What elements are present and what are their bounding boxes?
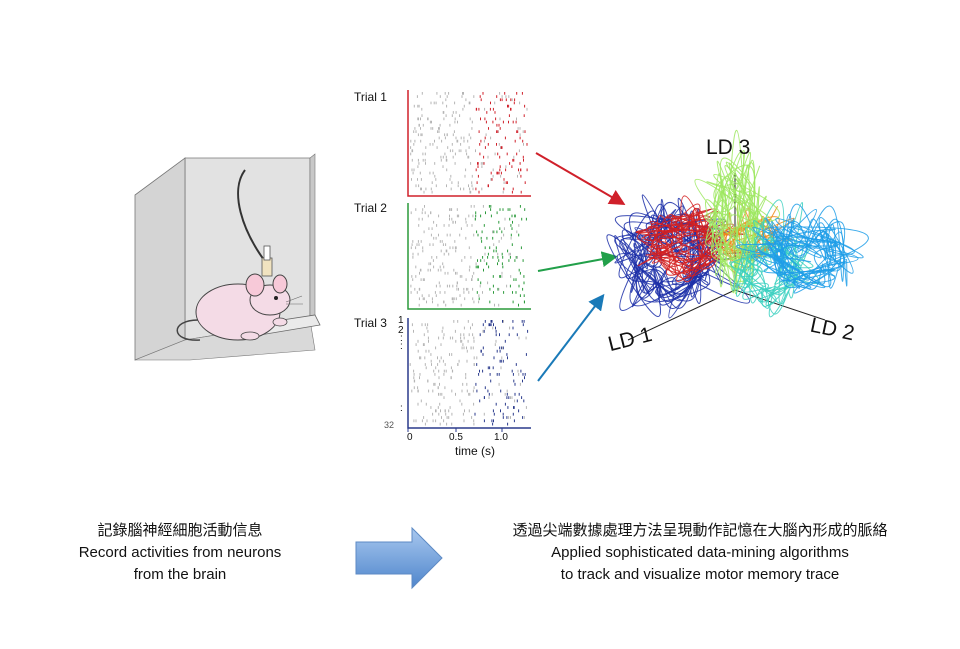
- left-caption-en-2: from the brain: [133, 566, 227, 583]
- trajectory-curve: [735, 226, 869, 289]
- left-caption-en-1: Record activities from neurons: [78, 544, 282, 561]
- trajectory-curve: [710, 129, 760, 294]
- trajectory-curve: [770, 218, 848, 289]
- x-tick-0: 0: [407, 432, 413, 443]
- left-caption-zh: 記錄腦神經細胞活動信息: [97, 522, 263, 539]
- block-arrow-icon: [355, 526, 443, 590]
- trial-2-label: Trial 2: [354, 201, 387, 215]
- neuron-label-32: 32: [384, 420, 395, 430]
- trial-3-label: Trial 3: [354, 316, 387, 330]
- trajectory-curve: [694, 174, 780, 291]
- arrow-trial-1: [535, 152, 626, 206]
- trajectory-curve: [773, 230, 846, 290]
- x-tick-1-0: 1.0: [494, 432, 508, 443]
- trajectory-curve: [773, 228, 841, 288]
- neuron-label-2: 2: [398, 325, 404, 336]
- arrow-trial-2: [537, 251, 618, 272]
- arrow-trial-3: [537, 293, 605, 382]
- trajectory-curve: [768, 203, 854, 277]
- raster-axis: [407, 203, 531, 310]
- x-axis-label: time (s): [455, 444, 495, 458]
- trajectory-curve: [649, 213, 718, 267]
- trajectory-curve: [719, 151, 767, 280]
- trajectory-curve: [631, 214, 703, 295]
- neural-trajectory-3d: [606, 129, 869, 341]
- trajectory-curve: [705, 161, 766, 270]
- trajectory-curve: [643, 208, 746, 274]
- neuron-ellipsis-bottom: :: [400, 403, 403, 414]
- raster-plot-trial-3: [407, 318, 531, 432]
- left-caption: 記錄腦神經細胞活動信息 Record activities from neuro…: [60, 520, 300, 586]
- axis-label-ld3: LD 3: [706, 136, 751, 159]
- raster-axis: [407, 90, 531, 197]
- right-caption-en-2: to track and visualize motor memory trac…: [560, 566, 840, 583]
- trajectory-axis: [627, 289, 736, 341]
- trial-1-label: Trial 1: [354, 90, 387, 104]
- right-caption-en-1: Applied sophisticated data-mining algori…: [551, 544, 849, 561]
- trajectory-curve: [776, 209, 846, 289]
- right-caption-zh: 透過尖端數據處理方法呈現動作記憶在大腦內形成的脈絡: [512, 522, 888, 539]
- neuron-label-1: 1: [398, 315, 404, 326]
- right-caption: 透過尖端數據處理方法呈現動作記憶在大腦內形成的脈絡 Applied sophis…: [450, 520, 950, 586]
- raster-plot-trial-2: [407, 203, 531, 310]
- neuron-ellipsis-top: ::: [400, 333, 403, 352]
- trajectory-curve: [765, 217, 847, 285]
- mouse-recording-illustration: [134, 153, 321, 361]
- trial-arrows: [535, 152, 626, 382]
- trajectory-curve: [732, 199, 804, 318]
- trajectory-curve: [646, 220, 719, 268]
- x-tick-0-5: 0.5: [449, 432, 463, 443]
- trajectory-curve: [730, 238, 797, 293]
- raster-plot-trial-1: [407, 90, 531, 197]
